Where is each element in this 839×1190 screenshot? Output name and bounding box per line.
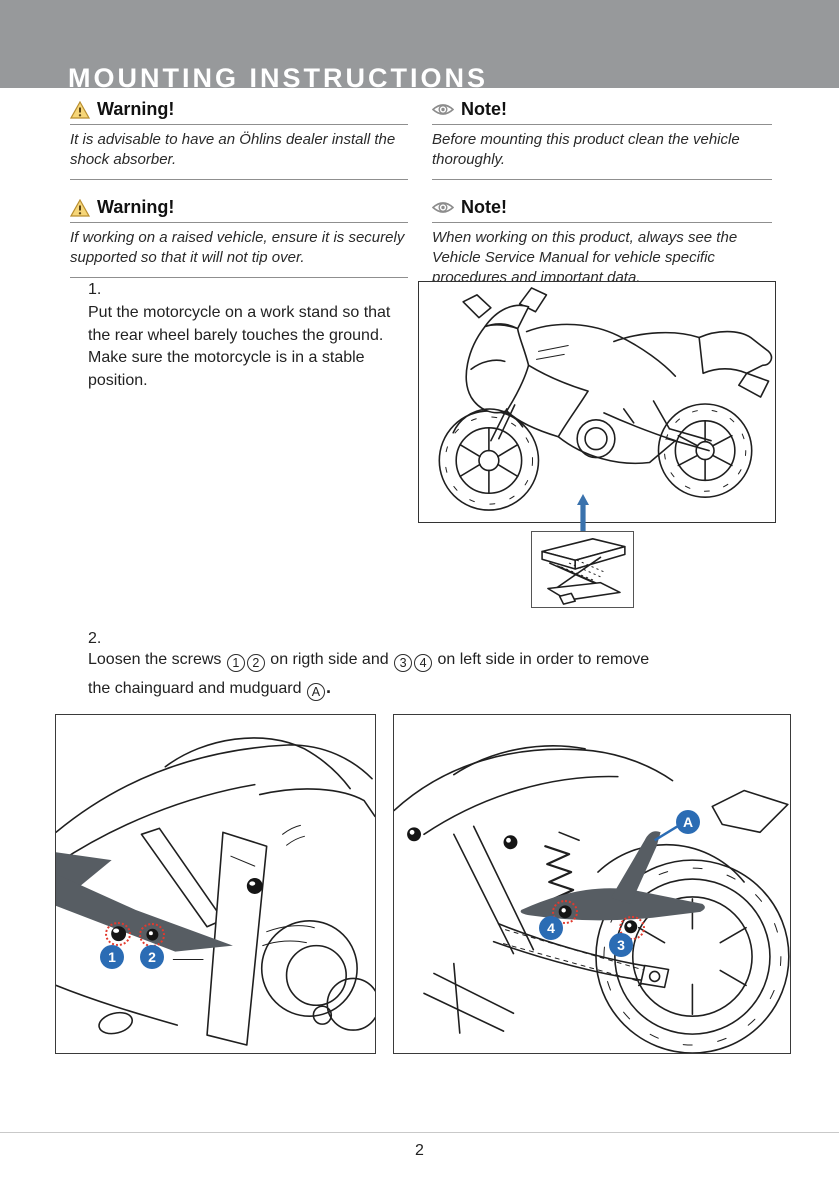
arrow-to-stand bbox=[577, 494, 589, 532]
step2-text: Loosen the screws bbox=[88, 651, 226, 668]
warning-label: Warning! bbox=[97, 197, 175, 217]
motorcycle-body bbox=[452, 287, 773, 465]
warning-block-1: Warning! It is advisable to have an Öhli… bbox=[70, 99, 408, 180]
screw-marker-1 bbox=[105, 922, 131, 946]
rear-wheel bbox=[657, 403, 753, 498]
note-label: Note! bbox=[461, 197, 507, 217]
screw-marker-4 bbox=[552, 900, 578, 924]
bike-midsection bbox=[56, 737, 375, 1046]
callout-badge-a: A bbox=[676, 810, 700, 834]
note-heading: Note! bbox=[432, 99, 772, 125]
step2-number: 2. bbox=[88, 630, 102, 647]
page-header: MOUNTING INSTRUCTIONS bbox=[0, 0, 839, 92]
page-title: MOUNTING INSTRUCTIONS bbox=[68, 63, 488, 93]
step2-text: the chainguard and mudguard bbox=[88, 680, 306, 697]
frame-cover-dark bbox=[56, 852, 233, 952]
warning-triangle-icon bbox=[70, 198, 90, 217]
screw-marker-3 bbox=[619, 916, 645, 940]
warning-heading: Warning! bbox=[70, 99, 408, 125]
circled-1: 1 bbox=[226, 654, 245, 673]
callout-badge-4: 4 bbox=[539, 916, 563, 940]
work-stand bbox=[541, 538, 626, 605]
step2-line2: the chainguard and mudguard A. bbox=[88, 677, 331, 702]
motorcycle-line-art bbox=[438, 287, 773, 511]
warning-triangle-icon bbox=[70, 100, 90, 119]
step2-text: on left side in order to remove bbox=[433, 651, 650, 668]
work-stand-line-art bbox=[541, 538, 626, 605]
note-text: Before mounting this product clean the v… bbox=[432, 125, 772, 180]
screw-marker-2 bbox=[139, 923, 165, 947]
warning-text: If working on a raised vehicle, ensure i… bbox=[70, 223, 408, 278]
warnings-column: Warning! It is advisable to have an Öhli… bbox=[70, 99, 408, 295]
left-side-line-art bbox=[394, 745, 790, 1053]
warning-block-2: Warning! If working on a raised vehicle,… bbox=[70, 197, 408, 278]
callout-badge-2: 2 bbox=[140, 945, 164, 969]
warning-label: Warning! bbox=[97, 99, 175, 119]
front-wheel bbox=[438, 410, 540, 511]
step2-period: . bbox=[325, 677, 331, 697]
note-heading: Note! bbox=[432, 197, 772, 223]
right-side-line-art bbox=[56, 737, 375, 1046]
figure-work-stand bbox=[531, 531, 634, 608]
note-block-1: Note! Before mounting this product clean… bbox=[432, 99, 772, 180]
figure-right-side-screws bbox=[55, 714, 376, 1054]
page-number: 2 bbox=[415, 1142, 424, 1159]
figure-left-side-screws bbox=[393, 714, 791, 1054]
circled-a: A bbox=[306, 683, 325, 702]
warning-heading: Warning! bbox=[70, 197, 408, 223]
callout-badge-3: 3 bbox=[609, 933, 633, 957]
eye-icon bbox=[432, 104, 454, 115]
warning-text: It is advisable to have an Öhlins dealer… bbox=[70, 125, 408, 180]
step1-number: 1. bbox=[88, 281, 102, 298]
rear-bodywork bbox=[394, 745, 789, 1034]
circled-3: 3 bbox=[394, 654, 413, 673]
circled-4: 4 bbox=[414, 654, 433, 673]
circled-2: 2 bbox=[246, 654, 265, 673]
eye-icon bbox=[432, 202, 454, 213]
figure-motorcycle-on-stand bbox=[418, 281, 776, 523]
note-label: Note! bbox=[461, 99, 507, 119]
callout-badge-1: 1 bbox=[100, 945, 124, 969]
footer-divider bbox=[0, 1132, 839, 1133]
step2-text: on rigth side and bbox=[265, 651, 394, 668]
step1-text: Put the motorcycle on a work stand so th… bbox=[88, 304, 391, 389]
